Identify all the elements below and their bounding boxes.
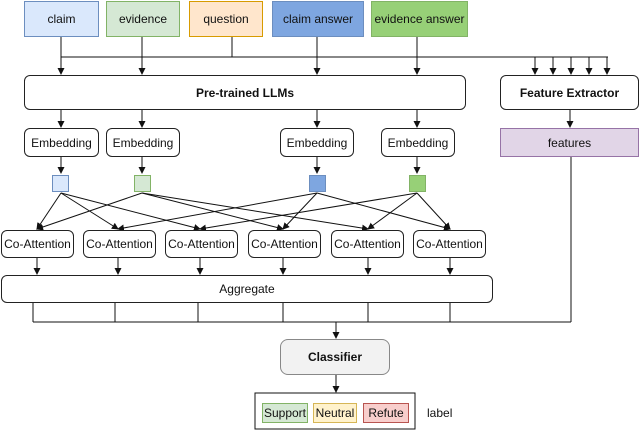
features-box: features — [500, 128, 639, 157]
feature-extractor-label: Feature Extractor — [519, 85, 620, 100]
embedding-label: Embedding — [387, 135, 449, 150]
features-label: features — [547, 135, 592, 150]
feature-extractor-box: Feature Extractor — [500, 75, 639, 110]
support-label: Support — [263, 406, 307, 420]
co-attention-box-1: Co-Attention — [1, 230, 74, 258]
label-caption: label — [427, 406, 453, 420]
refute-label: Refute — [368, 406, 404, 420]
co-attention-label: Co-Attention — [251, 237, 318, 251]
claim-answer-label: claim answer — [282, 12, 354, 26]
support-label-box: Support — [262, 403, 308, 423]
co-attention-label: Co-Attention — [4, 237, 71, 251]
classifier-label: Classifier — [307, 350, 363, 364]
co-attention-label: Co-Attention — [168, 237, 235, 251]
neutral-label-box: Neutral — [313, 403, 357, 423]
pretrained-llms-label: Pre-trained LLMs — [195, 85, 294, 100]
co-attention-label: Co-Attention — [86, 237, 153, 251]
embedding-box-claim-answer: Embedding — [280, 128, 354, 157]
co-attention-label: Co-Attention — [334, 237, 401, 251]
claim-answer-input-box: claim answer — [272, 1, 364, 37]
aggregate-label: Aggregate — [219, 282, 275, 296]
embedding-label: Embedding — [286, 135, 348, 150]
claim-embedding-vector — [52, 175, 69, 192]
neutral-label: Neutral — [315, 406, 355, 420]
embedding-label: Embedding — [31, 135, 92, 150]
claim-input-box: claim — [24, 1, 99, 37]
co-attention-box-6: Co-Attention — [413, 230, 486, 258]
embedding-box-evidence: Embedding — [106, 128, 180, 157]
evidence-input-box: evidence — [106, 1, 180, 37]
claim-label: claim — [47, 12, 76, 26]
evidence-answer-embedding-vector — [409, 175, 426, 192]
co-attention-box-4: Co-Attention — [248, 230, 321, 258]
question-label: question — [203, 12, 249, 26]
evidence-answer-input-box: evidence answer — [371, 1, 468, 37]
co-attention-box-2: Co-Attention — [83, 230, 156, 258]
evidence-answer-label: evidence answer — [374, 12, 465, 26]
evidence-embedding-vector — [134, 175, 151, 192]
aggregate-box: Aggregate — [1, 275, 493, 303]
co-attention-box-3: Co-Attention — [165, 230, 238, 258]
classifier-box: Classifier — [280, 339, 390, 375]
embedding-box-claim: Embedding — [24, 128, 99, 157]
co-attention-box-5: Co-Attention — [331, 230, 404, 258]
embedding-label: Embedding — [112, 135, 174, 150]
embedding-box-evidence-answer: Embedding — [381, 128, 455, 157]
question-input-box: question — [189, 1, 263, 37]
label-container — [254, 392, 416, 430]
refute-label-box: Refute — [363, 403, 409, 423]
pretrained-llms-box: Pre-trained LLMs — [24, 75, 466, 110]
evidence-label: evidence — [118, 12, 168, 26]
claim-answer-embedding-vector — [309, 175, 326, 192]
co-attention-label: Co-Attention — [416, 237, 483, 251]
